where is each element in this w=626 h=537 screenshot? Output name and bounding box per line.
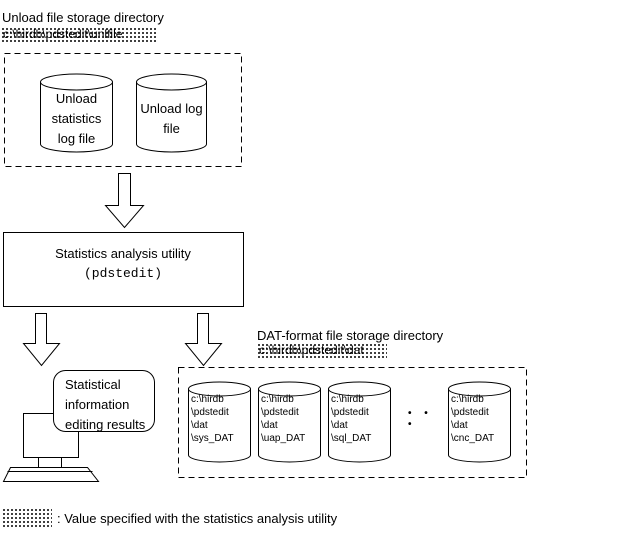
cnc-dat-cylinder-icon xyxy=(448,381,511,463)
uap-dat-cylinder-icon xyxy=(258,381,321,463)
computer-icon xyxy=(2,413,100,482)
unload-directory-title: Unload file storage directory xyxy=(2,10,164,25)
cnc-dat-cylinder-label: c:\hirdb \pdstedit \dat \cnc_DAT xyxy=(451,394,495,444)
unload-log-cylinder-label: Unload log file xyxy=(140,101,203,136)
uap-dat-cylinder-label: c:\hirdb \pdstedit \dat \uap_DAT xyxy=(261,394,306,444)
unload-directory-path-swatch: c:\hirdb\pdstedit\unlfile xyxy=(1,27,157,43)
unload-statistics-cylinder-icon xyxy=(40,73,113,153)
unload-statistics-cylinder-label: Unload statistics log file xyxy=(51,91,102,146)
dat-directory-path-swatch: c:\hirdb\pdstedit\dat xyxy=(257,343,387,359)
dat-directory-title: DAT-format file storage directory xyxy=(257,328,444,343)
unload-directory-dashed-box xyxy=(4,53,242,167)
sql-dat-cylinder-icon xyxy=(328,381,391,463)
legend-dotted-swatch xyxy=(2,508,52,527)
utility-title: Statistics analysis utility xyxy=(55,246,191,261)
down-arrow-icon-left xyxy=(22,313,61,367)
sql-dat-cylinder-label: c:\hirdb \pdstedit \dat \sql_DAT xyxy=(331,394,372,444)
ellipsis-dots: • • • xyxy=(408,408,433,430)
legend-text: : Value specified with the statistics an… xyxy=(57,511,338,526)
results-label: Statistical information editing results xyxy=(65,377,146,432)
down-arrow-icon-right xyxy=(184,313,223,367)
results-callout-bubble xyxy=(53,370,155,432)
utility-box xyxy=(3,232,244,307)
keyboard-icon xyxy=(2,467,100,482)
down-arrow-icon-top xyxy=(104,173,145,229)
dat-directory-dashed-box xyxy=(178,367,527,478)
dat-directory-path: c:\hirdb\pdstedit\dat xyxy=(259,343,364,357)
unload-directory-path: c:\hirdb\pdstedit\unlfile xyxy=(3,27,123,41)
sys-dat-cylinder-label: c:\hirdb \pdstedit \dat \sys_DAT xyxy=(191,394,234,444)
unload-log-cylinder-icon xyxy=(136,73,207,153)
utility-command: (pdstedit) xyxy=(83,266,162,281)
sys-dat-cylinder-icon xyxy=(188,381,251,463)
monitor-icon xyxy=(23,413,79,458)
